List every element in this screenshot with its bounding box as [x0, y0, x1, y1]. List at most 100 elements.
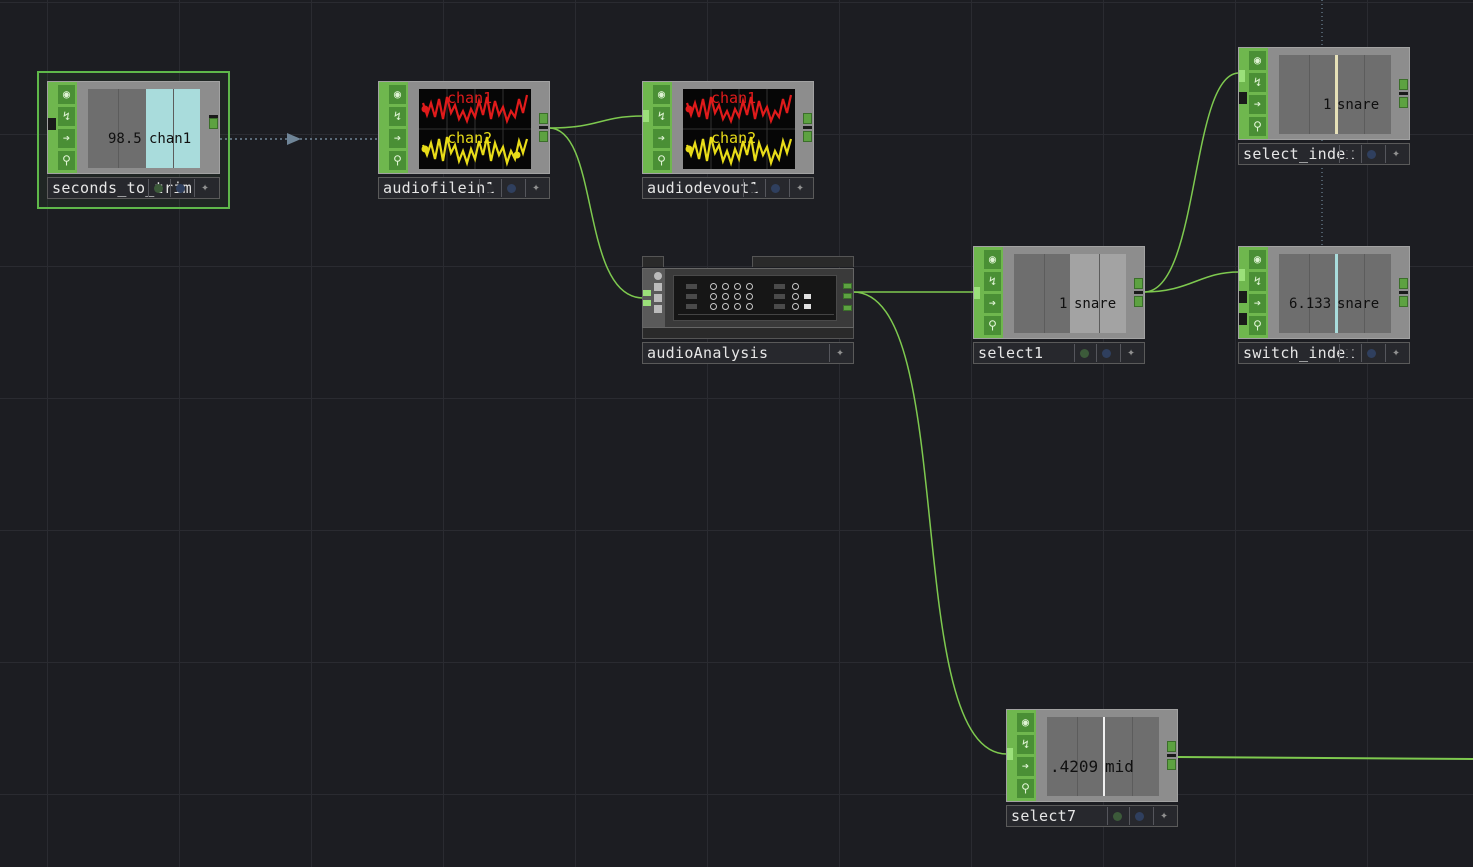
input-connector[interactable] [643, 110, 649, 122]
output-connector[interactable] [1399, 278, 1408, 289]
bypass-icon[interactable]: ➔ [389, 129, 406, 148]
output-connector[interactable] [803, 113, 812, 124]
viewer-icon[interactable]: ◉ [1249, 51, 1266, 70]
viewer-icon[interactable]: ◉ [1249, 250, 1266, 269]
render-flag-button[interactable] [501, 179, 521, 197]
display-flag-button[interactable] [1339, 145, 1359, 163]
output-connector[interactable] [843, 305, 852, 311]
display-flag-button[interactable] [1074, 344, 1094, 362]
display-flag-button[interactable] [1107, 807, 1127, 825]
input-connector[interactable] [48, 118, 56, 130]
render-flag-button[interactable] [1129, 807, 1149, 825]
cook-icon[interactable]: ↯ [1249, 73, 1266, 92]
node-namebar[interactable]: switch_index ✦ [1238, 342, 1410, 364]
output-connector[interactable] [843, 293, 852, 299]
node-body[interactable]: ◉ ↯ ➔ ⚲ 1 snare [1238, 47, 1410, 140]
input-connector[interactable] [643, 300, 651, 306]
lock-icon[interactable]: ⚲ [1249, 117, 1266, 136]
lock-icon[interactable]: ⚲ [984, 316, 1001, 335]
node-body[interactable]: ◉ ↯ ➔ ⚲ 1 snare [973, 246, 1145, 339]
display-flag-button[interactable] [479, 179, 499, 197]
node-audiofilein1[interactable]: ◉ ↯ ➔ ⚲ chan1 chan2 audiofilein1 [378, 81, 550, 199]
pin-button[interactable]: ✦ [1120, 344, 1140, 362]
cook-icon[interactable]: ↯ [58, 107, 75, 126]
viewer-icon[interactable] [654, 272, 662, 280]
node-namebar[interactable]: select1 ✦ [973, 342, 1145, 364]
node-namebar[interactable]: audiofilein1 ✦ [378, 177, 550, 199]
input-connector[interactable] [1007, 748, 1013, 760]
node-body[interactable]: ◉ ↯ ➔ ⚲ 6.133 snare [1238, 246, 1410, 339]
pin-button[interactable]: ✦ [1385, 344, 1405, 362]
output-connector[interactable] [1167, 759, 1176, 770]
output-connector[interactable] [539, 113, 548, 124]
pin-button[interactable]: ✦ [789, 179, 809, 197]
node-namebar[interactable]: select_index ✦ [1238, 143, 1410, 165]
viewer-icon[interactable]: ◉ [1017, 713, 1034, 732]
node-namebar[interactable]: audiodevout1 ✦ [642, 177, 814, 199]
display-flag-button[interactable] [743, 179, 763, 197]
input-connector[interactable] [643, 290, 651, 296]
bypass-icon[interactable]: ➔ [58, 129, 75, 148]
input-connector[interactable] [1239, 269, 1245, 281]
display-flag-button[interactable] [148, 179, 168, 197]
viewer-icon[interactable]: ◉ [984, 250, 1001, 269]
pin-button[interactable]: ✦ [829, 344, 849, 362]
node-seconds-to-trim[interactable]: ◉ ↯ ➔ ⚲ 98.5 chan1 seconds_to_trim ✦ [37, 71, 230, 209]
node-namebar[interactable]: select7 ✦ [1006, 805, 1178, 827]
output-connector[interactable] [1399, 79, 1408, 90]
pin-button[interactable]: ✦ [525, 179, 545, 197]
node-select1[interactable]: ◉ ↯ ➔ ⚲ 1 snare select1 ✦ [973, 246, 1145, 364]
node-namebar[interactable]: seconds_to_trim ✦ [47, 177, 220, 199]
input-connector[interactable] [1239, 70, 1245, 82]
render-flag-button[interactable] [1361, 344, 1381, 362]
viewer-icon[interactable]: ◉ [389, 85, 406, 104]
lock-icon[interactable]: ⚲ [1017, 779, 1034, 798]
bypass-icon[interactable] [654, 294, 662, 302]
node-body[interactable] [642, 268, 854, 328]
node-select7[interactable]: ◉ ↯ ➔ ⚲ .4209 mid select7 ✦ [1006, 709, 1178, 829]
cook-icon[interactable]: ↯ [653, 107, 670, 126]
render-flag-button[interactable] [765, 179, 785, 197]
output-connector[interactable] [1134, 278, 1143, 289]
output-connector[interactable] [1134, 296, 1143, 307]
node-audiodevout1[interactable]: ◉ ↯ ➔ ⚲ chan1 chan2 audiodevout1 ✦ [642, 81, 814, 199]
output-connector[interactable] [1167, 741, 1176, 752]
display-flag-button[interactable] [1339, 344, 1359, 362]
cook-icon[interactable]: ↯ [984, 272, 1001, 291]
output-connector[interactable] [209, 118, 218, 129]
bypass-icon[interactable]: ➔ [653, 129, 670, 148]
render-flag-button[interactable] [1096, 344, 1116, 362]
lock-icon[interactable]: ⚲ [1249, 316, 1266, 335]
input-connector[interactable] [1239, 92, 1247, 104]
cook-icon[interactable]: ↯ [1017, 735, 1034, 754]
bypass-icon[interactable]: ➔ [1249, 294, 1266, 313]
pin-button[interactable]: ✦ [1153, 807, 1173, 825]
viewer-icon[interactable]: ◉ [653, 85, 670, 104]
input-connector[interactable] [974, 287, 980, 299]
output-connector[interactable] [1399, 296, 1408, 307]
render-flag-button[interactable] [170, 179, 190, 197]
node-audioanalysis[interactable]: audioAnalysis ✦ [642, 256, 854, 366]
lock-icon[interactable]: ⚲ [58, 151, 75, 170]
node-select-index[interactable]: ◉ ↯ ➔ ⚲ 1 snare select_index ✦ [1238, 47, 1410, 165]
output-connector[interactable] [539, 131, 548, 142]
cook-icon[interactable] [654, 283, 662, 291]
render-flag-button[interactable] [1361, 145, 1381, 163]
node-switch-index[interactable]: ◉ ↯ ➔ ⚲ 6.133 snare switch_index ✦ [1238, 246, 1410, 364]
pin-button[interactable]: ✦ [1385, 145, 1405, 163]
lock-icon[interactable]: ⚲ [653, 151, 670, 170]
output-connector[interactable] [803, 131, 812, 142]
pin-button[interactable]: ✦ [194, 179, 214, 197]
output-connector[interactable] [843, 283, 852, 289]
node-body[interactable]: ◉ ↯ ➔ ⚲ 98.5 chan1 [47, 81, 220, 174]
output-connector[interactable] [1399, 97, 1408, 108]
lock-icon[interactable]: ⚲ [389, 151, 406, 170]
bypass-icon[interactable]: ➔ [1249, 95, 1266, 114]
node-body[interactable]: ◉ ↯ ➔ ⚲ chan1 chan2 [642, 81, 814, 174]
node-body[interactable]: ◉ ↯ ➔ ⚲ .4209 mid [1006, 709, 1178, 802]
bypass-icon[interactable]: ➔ [1017, 757, 1034, 776]
viewer-icon[interactable]: ◉ [58, 85, 75, 104]
node-body[interactable]: ◉ ↯ ➔ ⚲ chan1 chan2 [378, 81, 550, 174]
input-connector[interactable] [1239, 291, 1247, 303]
cook-icon[interactable]: ↯ [1249, 272, 1266, 291]
